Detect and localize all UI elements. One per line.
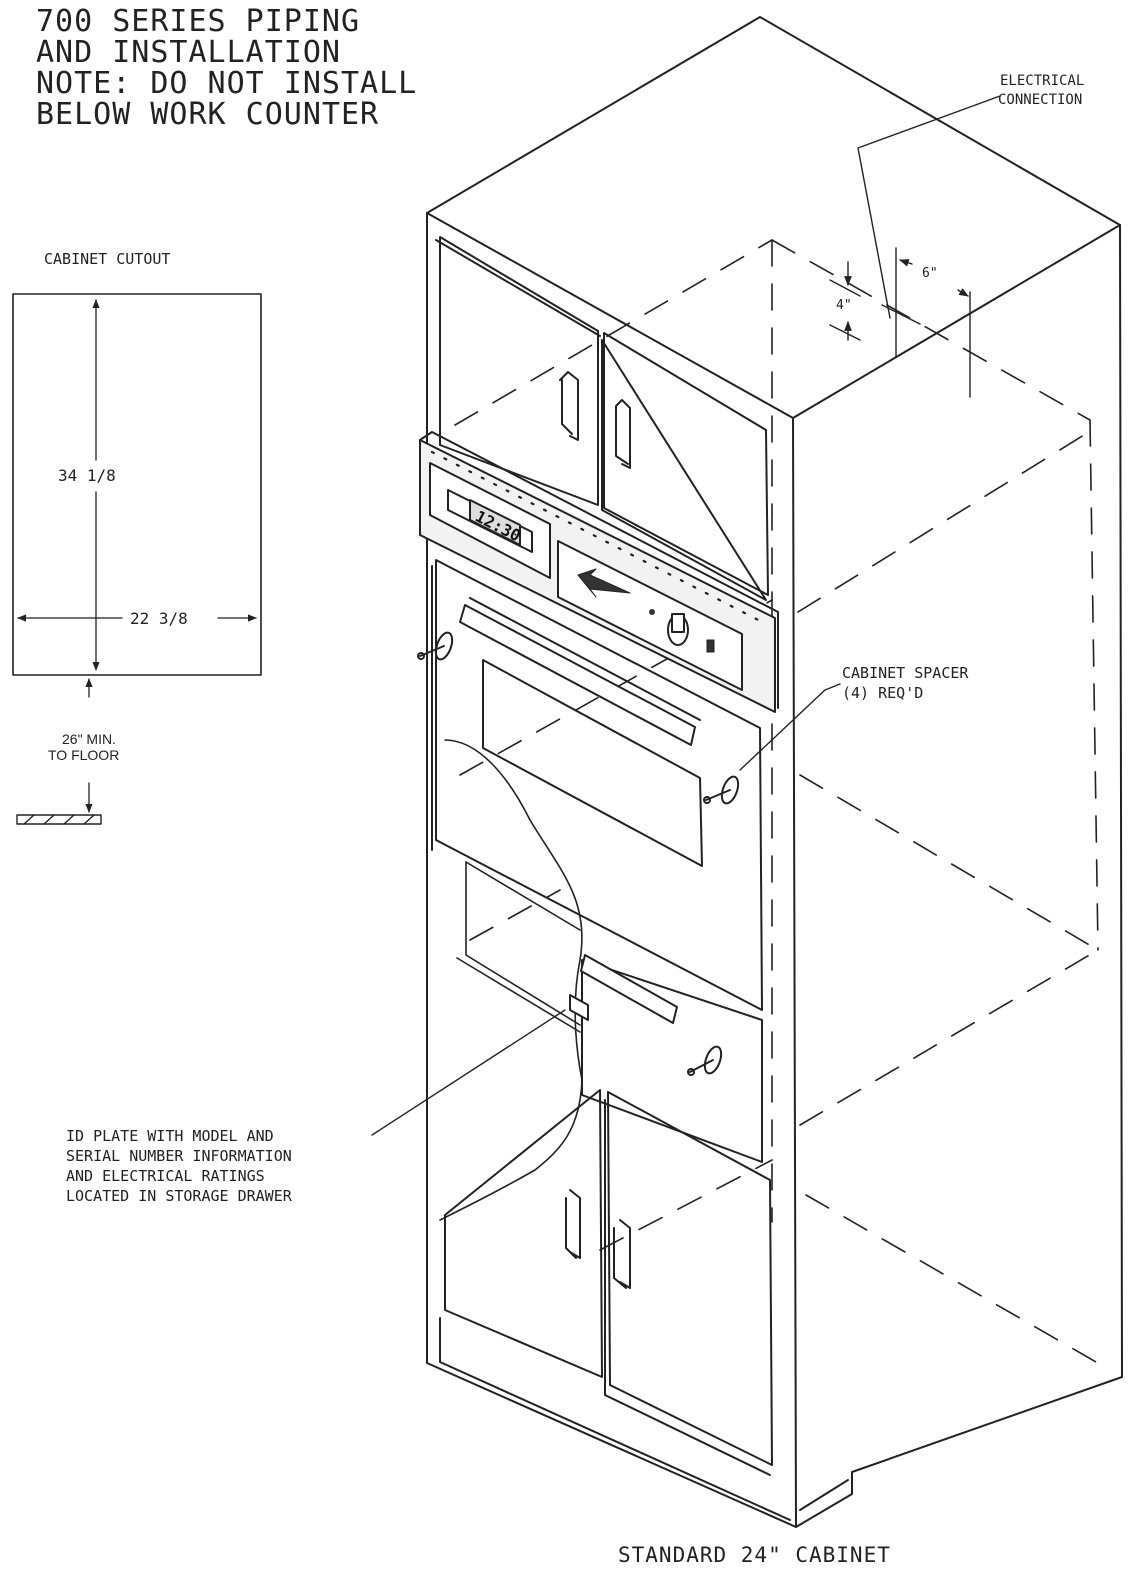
cabinet-label: STANDARD 24" CABINET xyxy=(618,1543,891,1567)
title-line-4: BELOW WORK COUNTER xyxy=(36,97,380,132)
hidden-lines xyxy=(454,239,1111,1371)
cutout-box xyxy=(12,293,262,676)
electrical-label-2: CONNECTION xyxy=(998,92,1083,108)
floor-hatch-icon xyxy=(16,814,102,825)
brand-logo-icon xyxy=(577,568,631,598)
cutout-width-label: 22 3/8 xyxy=(126,609,192,628)
control-panel xyxy=(419,431,779,713)
id-plate-label-4: LOCATED IN STORAGE DRAWER xyxy=(66,1187,292,1205)
floor-label-2: TO FLOOR xyxy=(48,747,120,763)
id-plate-label-3: AND ELECTRICAL RATINGS xyxy=(66,1167,265,1185)
spacer-screw-icon xyxy=(417,631,454,661)
power-switch-icon xyxy=(706,639,715,653)
electrical-box-dimensions xyxy=(829,247,971,398)
id-plate-label-2: SERIAL NUMBER INFORMATION xyxy=(66,1147,292,1165)
clock-display xyxy=(469,499,521,546)
dim-6-label: 6" xyxy=(922,266,938,281)
upper-right-door xyxy=(601,332,769,601)
floor-label-1: 26" MIN. xyxy=(62,731,116,747)
cutaway-edge xyxy=(439,739,583,1221)
cabinet-body xyxy=(426,16,1123,1528)
leader-lines xyxy=(371,95,1001,1136)
spacer-screw-icon xyxy=(687,1045,723,1076)
control-knob-icon xyxy=(667,613,689,646)
id-plate-label-1: ID PLATE WITH MODEL AND xyxy=(66,1127,274,1145)
title-line-1: 700 SERIES PIPING xyxy=(36,4,361,39)
oven-door xyxy=(431,559,763,1011)
lower-left-door xyxy=(444,1089,603,1378)
spacer-label-2: (4) REQ'D xyxy=(842,684,924,702)
storage-drawer xyxy=(569,954,763,1163)
spacer-screw-icon xyxy=(703,775,740,805)
title-line-2: AND INSTALLATION xyxy=(36,35,341,70)
upper-left-door xyxy=(435,236,601,506)
lower-right-door xyxy=(604,1091,773,1476)
cutout-height-label: 34 1/8 xyxy=(58,466,116,485)
cutout-heading: CABINET CUTOUT xyxy=(44,250,171,268)
base-trim xyxy=(439,1317,791,1521)
electrical-label-1: ELECTRICAL xyxy=(1000,73,1085,89)
title-line-3: NOTE: DO NOT INSTALL xyxy=(36,66,418,101)
spacer-label-1: CABINET SPACER xyxy=(842,664,969,682)
dim-4-label: 4" xyxy=(836,298,852,313)
